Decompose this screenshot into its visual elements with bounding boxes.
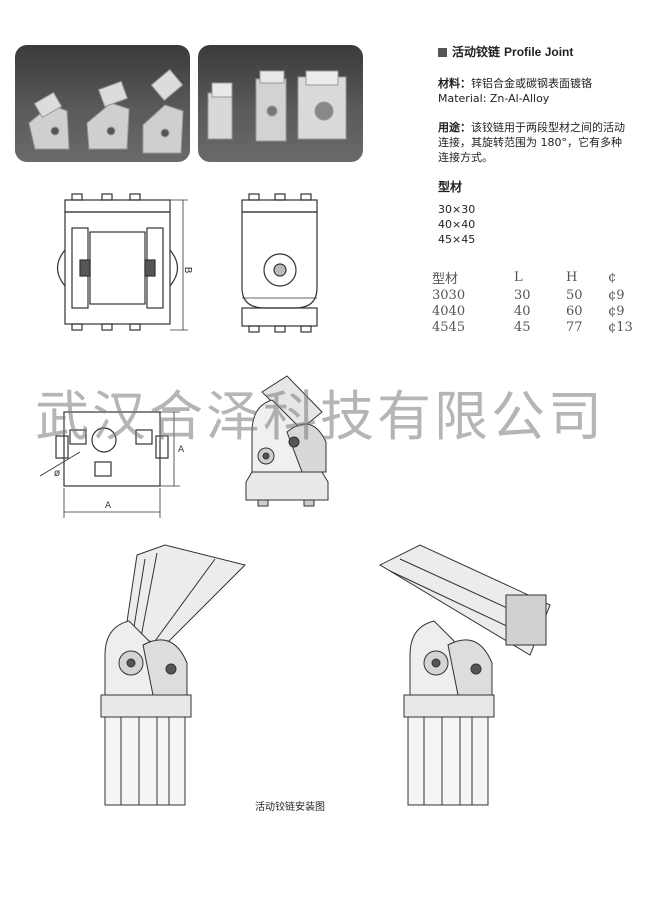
cell-diameter: ¢13 — [608, 319, 633, 335]
product-photo-right — [198, 45, 363, 162]
usage-section: 用途：该铰链用于两段型材之间的活动 连接，其旋转范围为 180°，它有多种 连接… — [438, 120, 643, 165]
cell-diameter: ¢9 — [608, 303, 625, 319]
header-diameter: ¢ — [608, 270, 617, 285]
installation-drawing-right — [378, 544, 551, 806]
hinge-photo-angled — [28, 68, 184, 154]
cell-l: 30 — [514, 287, 531, 303]
front-view-drawing: B — [56, 193, 193, 331]
profile-item: 45×45 — [438, 233, 476, 246]
usage-line-1: 该铰链用于两段型材之间的活动 — [471, 121, 625, 134]
header-l: L — [514, 270, 523, 285]
usage-line-3: 连接方式。 — [438, 151, 493, 164]
cell-h: 50 — [566, 287, 583, 303]
material-cn: 锌铝合金或碳钢表面镀铬 — [471, 77, 592, 90]
table-row: 4040 40 60 ¢9 — [432, 303, 648, 319]
bottom-view-drawing: A A ø — [39, 411, 185, 518]
title-bullet-icon — [438, 48, 447, 57]
cell-l: 45 — [514, 319, 531, 335]
usage-label: 用途： — [438, 121, 471, 134]
cell-profile: 4040 — [432, 303, 466, 319]
cell-h: 60 — [566, 303, 583, 319]
cell-profile: 3030 — [432, 287, 466, 303]
product-photo-left — [15, 45, 190, 162]
hinge-isometric-drawing — [245, 375, 329, 507]
cell-l: 40 — [514, 303, 531, 319]
table-row: 3030 30 50 ¢9 — [432, 287, 648, 303]
table-row: 4545 45 77 ¢13 — [432, 319, 648, 335]
profile-list: 30×30 40×40 45×45 — [438, 202, 475, 247]
profile-heading: 型材 — [438, 180, 463, 194]
product-title: 活动铰链 Profile Joint — [438, 45, 573, 60]
dim-a-vertical-label: A — [178, 445, 185, 455]
company-watermark: 武汉合泽科技有限公司 — [35, 385, 605, 448]
header-h: H — [566, 270, 578, 285]
dim-b-label: B — [182, 267, 193, 274]
material-en: Material: Zn-Al-Alloy — [438, 92, 550, 105]
side-view-drawing — [241, 193, 318, 333]
product-title-cn: 活动铰链 — [452, 45, 501, 59]
dim-a-horizontal-label: A — [105, 501, 112, 511]
spec-table-header: 型材 L H ¢ — [432, 268, 648, 287]
cell-h: 77 — [566, 319, 583, 335]
material-label: 材料： — [438, 77, 471, 90]
dim-phi-label: ø — [54, 468, 60, 479]
cell-profile: 4545 — [432, 319, 466, 335]
material-section: 材料：锌铝合金或碳钢表面镀铬 Material: Zn-Al-Alloy — [438, 76, 638, 106]
profile-item: 40×40 — [438, 218, 476, 231]
profile-item: 30×30 — [438, 203, 476, 216]
product-title-en: Profile Joint — [504, 45, 574, 59]
cell-diameter: ¢9 — [608, 287, 625, 303]
usage-line-2: 连接，其旋转范围为 180°，它有多种 — [438, 136, 622, 149]
hinge-photo-upright — [207, 70, 347, 142]
installation-caption: 活动铰链安装图 — [255, 802, 325, 813]
installation-drawing-left — [100, 544, 246, 806]
header-profile: 型材 — [432, 272, 459, 287]
spec-table: 型材 L H ¢ 3030 30 50 ¢9 4040 40 60 ¢9 454… — [432, 268, 648, 335]
